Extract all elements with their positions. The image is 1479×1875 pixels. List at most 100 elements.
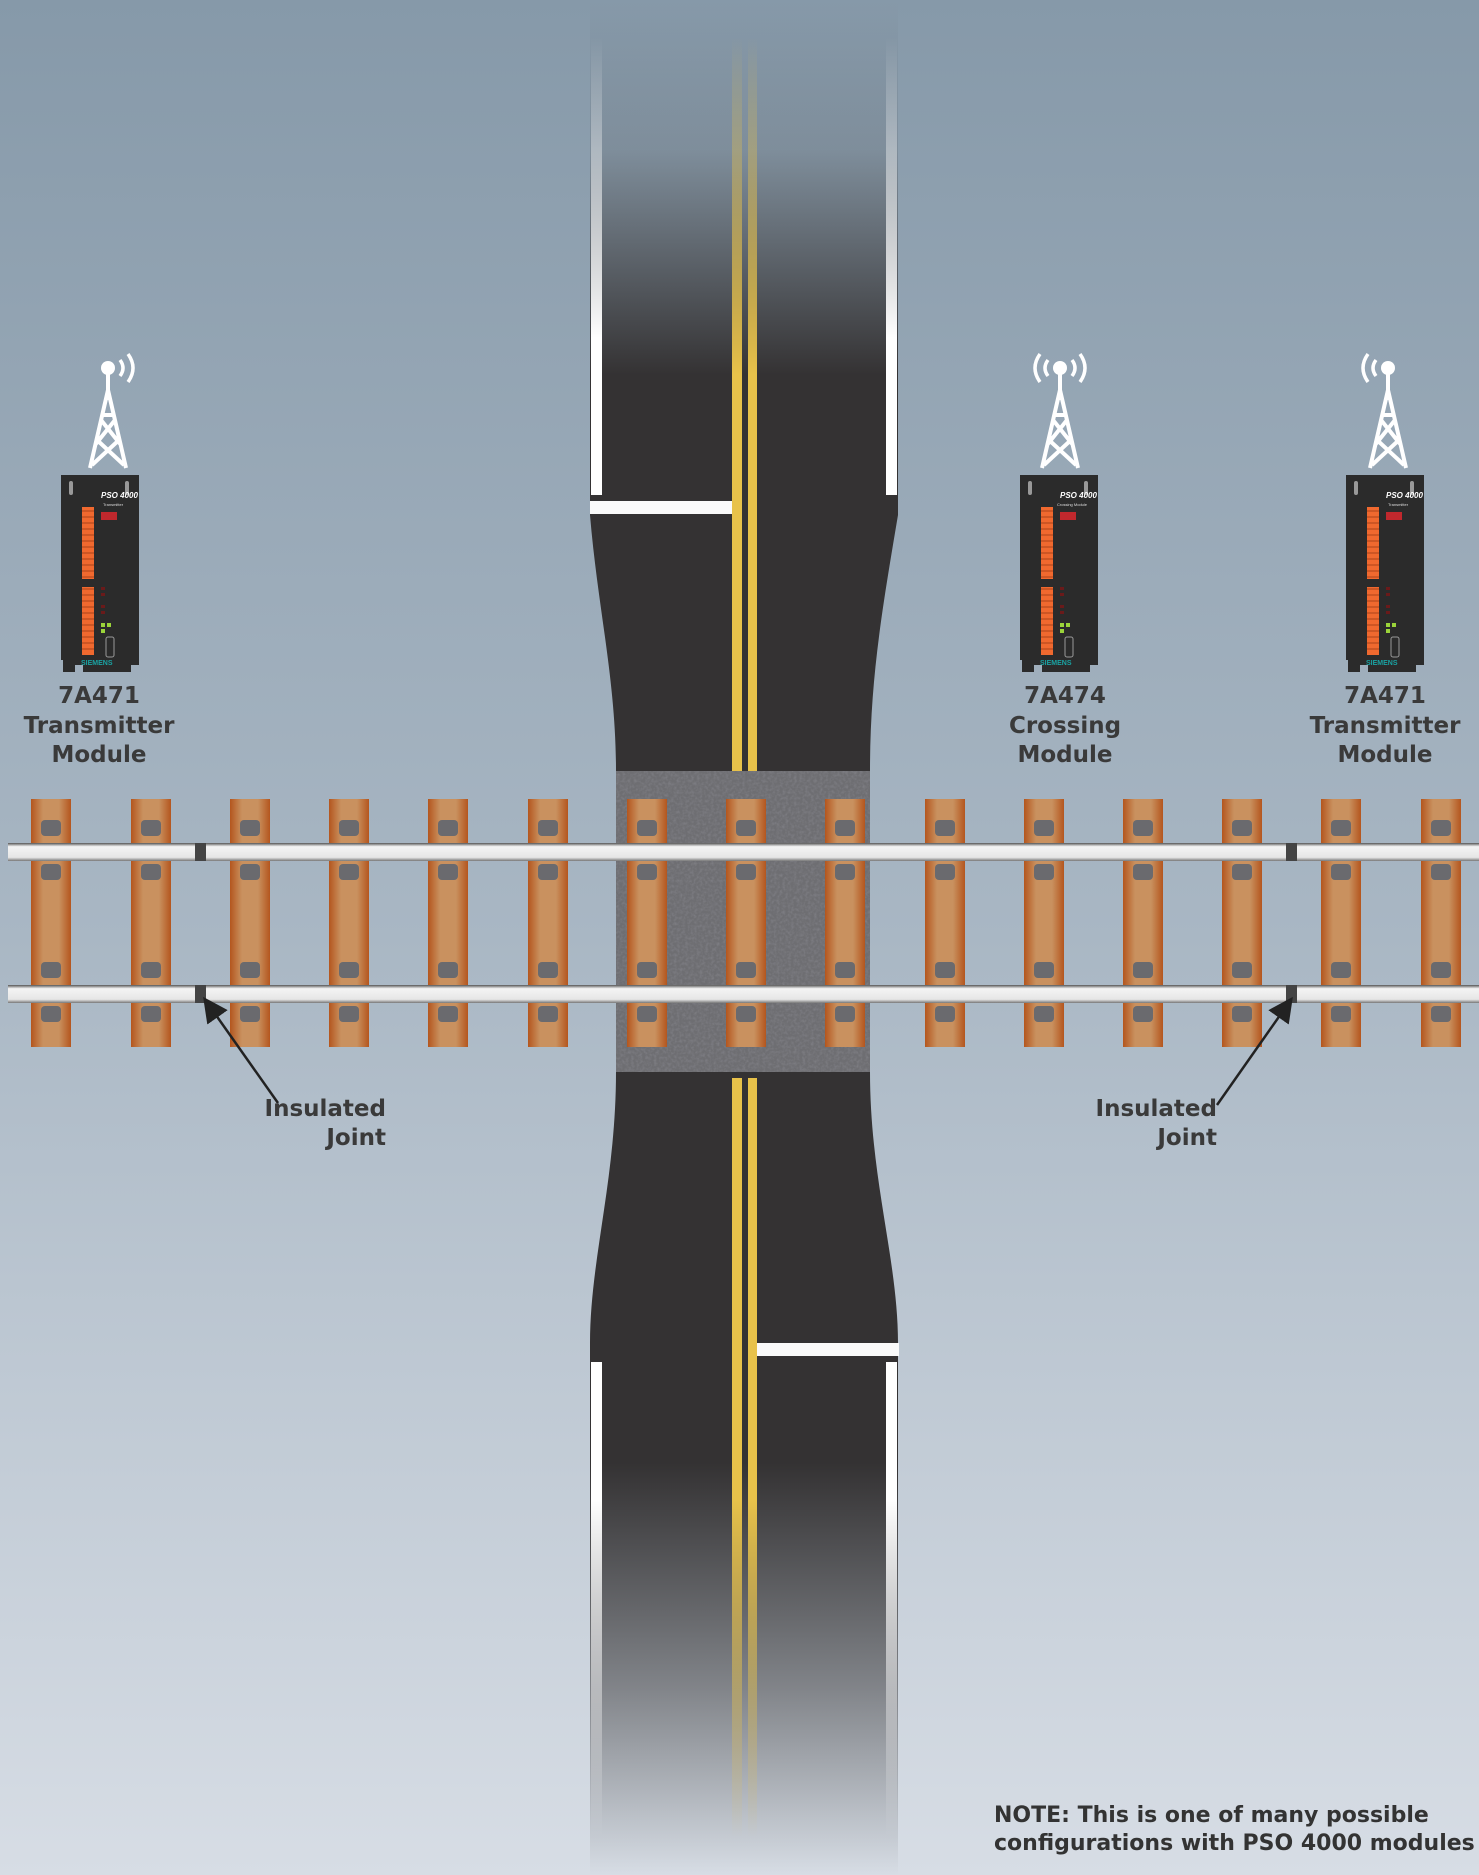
serial-port [1064, 636, 1074, 658]
tie-plate [736, 962, 756, 978]
terminal-block [1041, 587, 1053, 655]
module-name: 7A471 [1344, 683, 1426, 709]
module-label-crossing: 7A474 Crossing Module [1009, 683, 1121, 768]
tie-plate [538, 864, 558, 880]
tie-plate [240, 864, 260, 880]
serial-port [105, 636, 115, 658]
terminal-block [1367, 507, 1379, 579]
railroad-tie [726, 799, 766, 1047]
joint-label-left-line2: Joint [324, 1125, 386, 1151]
signal-wave [1361, 352, 1370, 384]
serial-port [1390, 636, 1400, 658]
terminal-block [1367, 587, 1379, 655]
tie-plate [1133, 1006, 1153, 1022]
rails [8, 843, 1479, 1003]
rail-bottom [8, 985, 1479, 1003]
railroad-tie [1123, 799, 1163, 1047]
module-type: Transmitter [24, 713, 176, 739]
signal-wave [126, 352, 135, 384]
module-face-subtitle: Crossing Module [1057, 502, 1088, 507]
tie-plate [141, 1006, 161, 1022]
module-type: Crossing [1009, 713, 1121, 739]
module-word: Module [51, 742, 146, 768]
tie-plate [1034, 1006, 1054, 1022]
tie-plate [41, 864, 61, 880]
module-face-title: PSO 4000 [1060, 491, 1097, 500]
signal-wave [118, 358, 125, 378]
rail-top [8, 843, 1479, 861]
tie-plate [1331, 962, 1351, 978]
module-transmitter-left: PSO 4000 Transmitter SIEMENS [61, 352, 139, 672]
joint-label-right-line2: Joint [1155, 1125, 1217, 1151]
road-edge-line-right-bottom [886, 1362, 897, 1875]
tie-plate [835, 820, 855, 836]
tie-plate [141, 864, 161, 880]
tie-plate [1034, 864, 1054, 880]
stop-line-top [590, 501, 732, 514]
tie-plate [935, 1006, 955, 1022]
tie-plate [438, 962, 458, 978]
tie-plate [1331, 820, 1351, 836]
module-word: Module [1017, 742, 1112, 768]
tie-plate [240, 962, 260, 978]
module-brand-logo: SIEMENS [1366, 660, 1398, 667]
tie-plate [1232, 820, 1252, 836]
railroad-tie [329, 799, 369, 1047]
insulated-joint-left-bottom [195, 985, 206, 1003]
module-crossing: PSO 4000 Crossing Module SIEMENS [1020, 352, 1098, 672]
stop-line-bottom [757, 1343, 899, 1356]
tie-plate [935, 820, 955, 836]
module-transmitter-right: PSO 4000 Transmitter SIEMENS [1346, 352, 1424, 672]
joint-arrow-left [203, 996, 280, 1104]
railroad-tie [528, 799, 568, 1047]
tie-plate [1431, 962, 1451, 978]
tie-plate [835, 1006, 855, 1022]
tie-plate [1232, 962, 1252, 978]
module-word: Module [1337, 742, 1432, 768]
tie-plate [935, 962, 955, 978]
tie-plate [538, 1006, 558, 1022]
module-face-title: PSO 4000 [1386, 491, 1423, 500]
module-name: 7A474 [1024, 683, 1106, 709]
tie-plate [736, 864, 756, 880]
signal-wave [1371, 358, 1378, 378]
joint-label-left-line1: Insulated [265, 1096, 386, 1122]
module-face-title: PSO 4000 [101, 491, 138, 500]
radio-tower-icon [1361, 352, 1408, 469]
tie-plate [736, 820, 756, 836]
center-line-top [732, 20, 757, 771]
railroad-ties [31, 799, 1461, 1047]
railroad-tie [925, 799, 965, 1047]
road-edge-line-left-top [591, 0, 602, 495]
display [1060, 512, 1076, 520]
tie-plate [1431, 864, 1451, 880]
tie-plate [339, 1006, 359, 1022]
joint-label-right-line1: Insulated [1096, 1096, 1217, 1122]
joint-arrow-right [1215, 996, 1293, 1106]
tie-plate [1331, 864, 1351, 880]
module-brand-logo: SIEMENS [81, 660, 113, 667]
tie-plate [637, 820, 657, 836]
tie-plate [339, 962, 359, 978]
tie-plate [339, 864, 359, 880]
tie-plate [141, 820, 161, 836]
railroad-tie [131, 799, 171, 1047]
display [1386, 512, 1402, 520]
tie-plate [438, 864, 458, 880]
tie-plate [637, 864, 657, 880]
tie-plate [1034, 962, 1054, 978]
module-label-left: 7A471 Transmitter Module [24, 683, 176, 768]
module-face-subtitle: Transmitter [103, 502, 124, 507]
railroad-tie [825, 799, 865, 1047]
tie-plate [835, 962, 855, 978]
road-edge-line-left-bottom [591, 1362, 602, 1875]
tie-plate [438, 820, 458, 836]
railroad-tie [1222, 799, 1262, 1047]
tie-plate [1431, 1006, 1451, 1022]
railroad-tie [1024, 799, 1064, 1047]
terminal-block [82, 587, 94, 655]
note-line-1: NOTE: This is one of many possible [994, 1803, 1429, 1828]
insulated-joint-left-top [195, 843, 206, 861]
railroad-tie [31, 799, 71, 1047]
